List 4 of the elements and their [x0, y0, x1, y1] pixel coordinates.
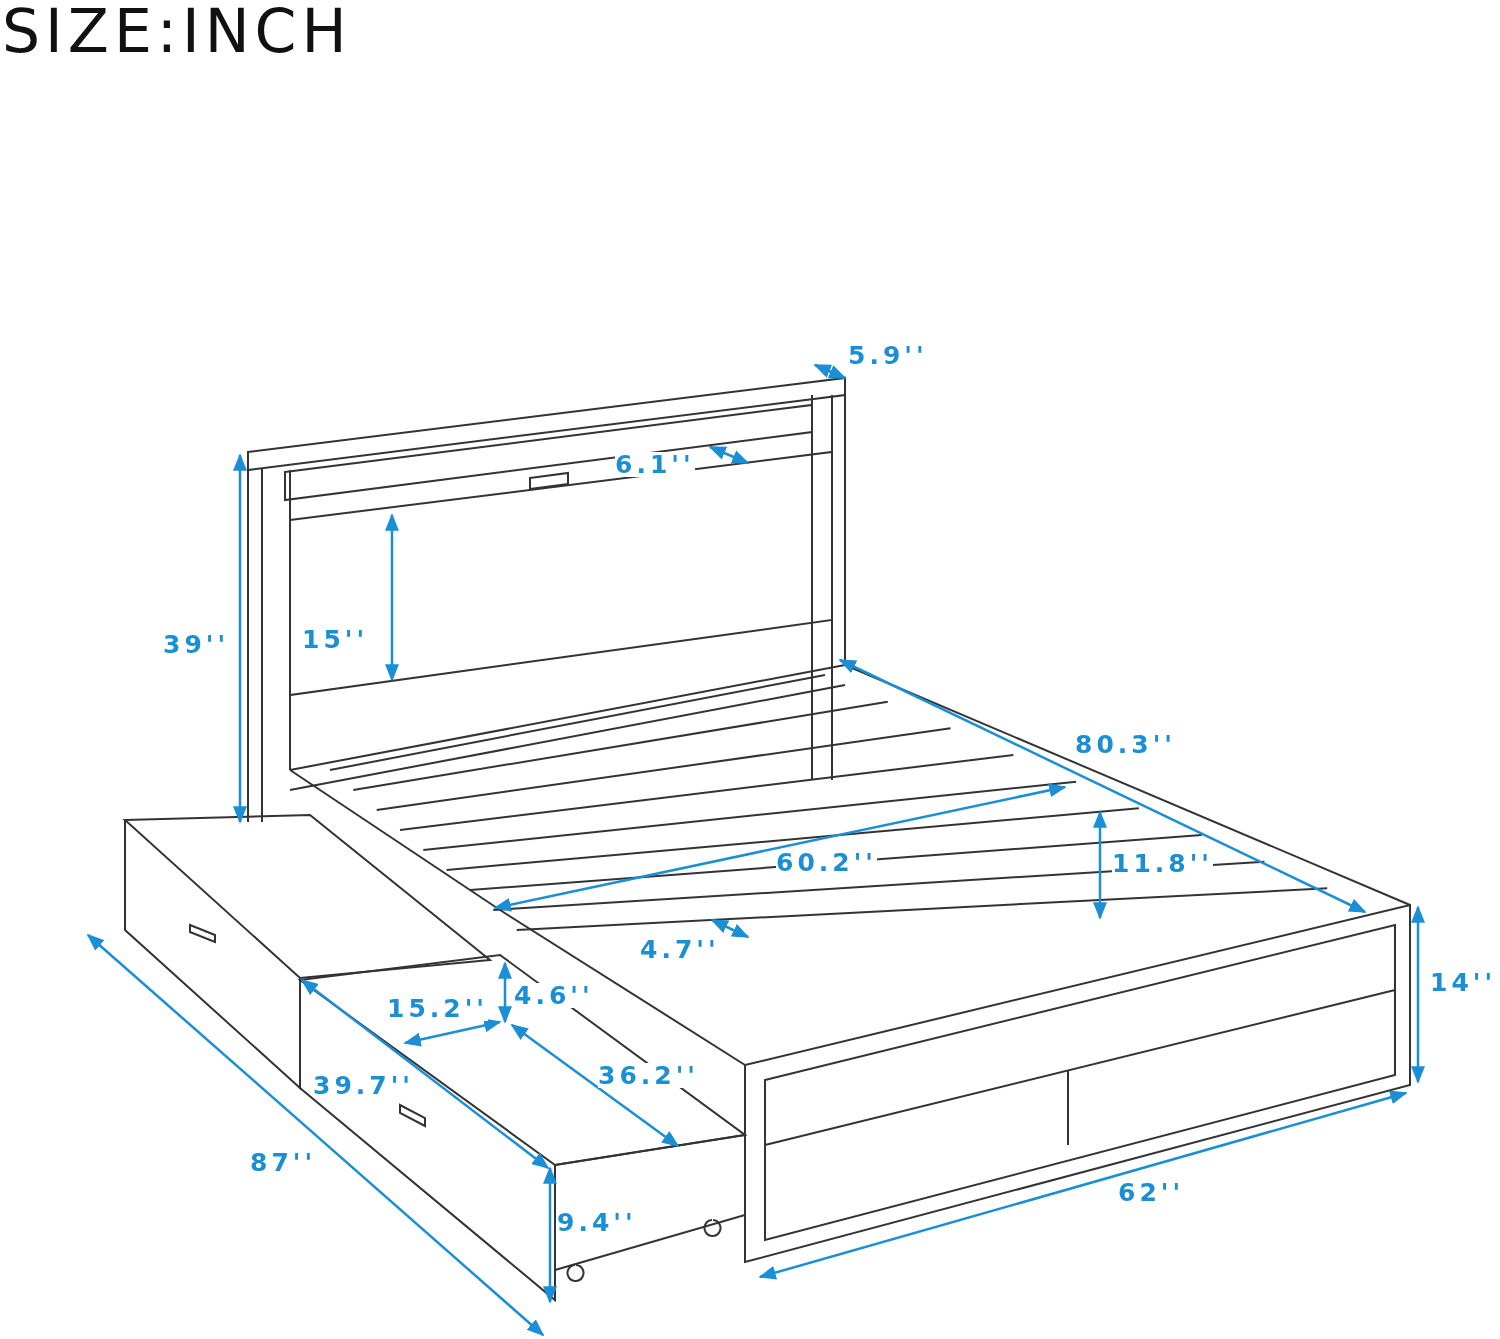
- dimension-label: 6.1'': [615, 452, 695, 477]
- dimension-label: 11.8'': [1112, 851, 1213, 876]
- title: SIZE:INCH: [2, 0, 352, 66]
- dimension-label: 15.2'': [387, 996, 488, 1021]
